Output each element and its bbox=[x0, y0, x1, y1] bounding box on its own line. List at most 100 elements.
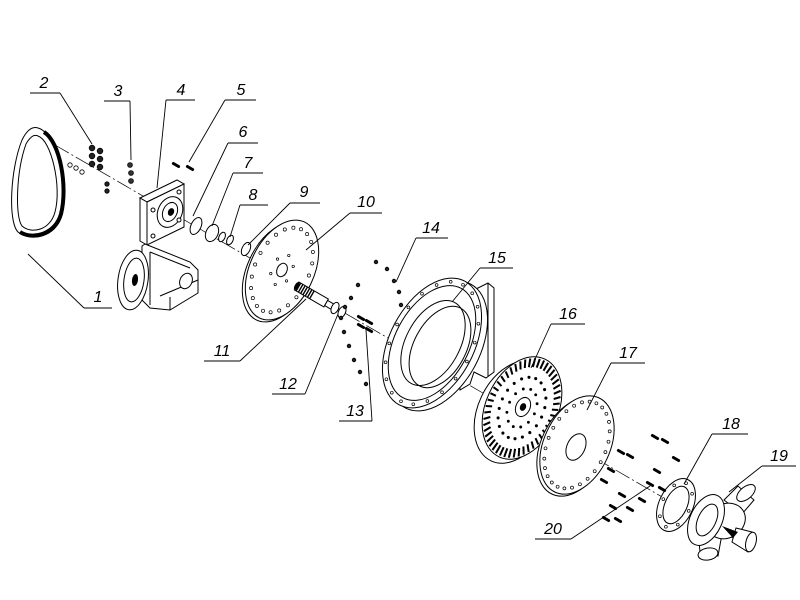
bolt-icon bbox=[373, 259, 379, 265]
housing-hole bbox=[383, 360, 388, 365]
bolt-icon bbox=[608, 504, 618, 510]
gasket-hole bbox=[664, 525, 668, 529]
housing-inner-wall bbox=[408, 305, 472, 389]
impeller-blade bbox=[553, 389, 562, 395]
bolt-icon bbox=[657, 486, 667, 492]
impeller-blade bbox=[523, 359, 527, 369]
part-7-bearing bbox=[204, 223, 220, 243]
nut-icon bbox=[88, 160, 96, 168]
callout-number: 1 bbox=[94, 289, 103, 306]
cover-plate-hole bbox=[557, 416, 562, 421]
housing-flange-edge bbox=[387, 285, 477, 401]
impeller-hole bbox=[508, 400, 512, 404]
housing-hole bbox=[425, 399, 430, 403]
callout-number: 8 bbox=[249, 187, 258, 204]
part-17-cover-plate bbox=[536, 395, 615, 497]
callout-12: 12 bbox=[272, 313, 339, 395]
gasket-hole bbox=[658, 514, 662, 518]
callout-number: 16 bbox=[559, 306, 577, 323]
impeller-hub-bore bbox=[519, 403, 527, 411]
impeller-hole bbox=[497, 424, 501, 428]
elbow-flange-bore bbox=[695, 503, 719, 537]
washer-icon bbox=[67, 162, 73, 168]
impeller-blade bbox=[548, 369, 556, 378]
gasket-hole bbox=[676, 522, 680, 527]
pulley-housing bbox=[117, 243, 199, 311]
cover-plate-hole bbox=[545, 474, 550, 479]
bracket-hole bbox=[150, 233, 156, 239]
cover-plate-hole bbox=[572, 403, 576, 408]
callout-number: 18 bbox=[722, 416, 740, 433]
callout-leader-line bbox=[451, 267, 481, 303]
callout-leader-line bbox=[305, 212, 351, 251]
callout-leader-line bbox=[247, 202, 291, 246]
callout-leader-line bbox=[304, 313, 339, 395]
bolt-icon bbox=[625, 453, 635, 459]
impeller-blade bbox=[534, 437, 540, 445]
callout-leader-line bbox=[211, 172, 234, 227]
cover-plate-hole bbox=[570, 485, 574, 490]
callout-17: 17 bbox=[586, 345, 645, 411]
cover-plate-hole bbox=[594, 401, 599, 406]
back-plate-hole bbox=[284, 279, 289, 283]
impeller-blade bbox=[484, 410, 492, 414]
housing-hole bbox=[465, 359, 469, 364]
callout-4: 4 bbox=[156, 82, 195, 189]
spacer-ring bbox=[218, 231, 226, 243]
cover-plate-hole bbox=[551, 425, 556, 430]
cover-plate-hole bbox=[606, 439, 611, 444]
impeller-hole bbox=[506, 388, 510, 392]
callout-16: 16 bbox=[530, 306, 585, 369]
cover-plate-hole bbox=[607, 429, 612, 434]
back-plate-hole bbox=[286, 303, 290, 308]
callout-number: 6 bbox=[239, 124, 248, 141]
impeller-blade bbox=[500, 375, 506, 383]
impeller-blade bbox=[552, 402, 560, 406]
bolt-icon bbox=[338, 315, 344, 321]
callout-leader-line bbox=[27, 253, 85, 309]
back-plate-hole bbox=[291, 264, 295, 268]
callout-leader-line bbox=[229, 204, 241, 238]
part-19-inlet-elbow bbox=[687, 484, 757, 561]
part-13-bolts bbox=[356, 315, 374, 333]
callout-leader-line bbox=[192, 142, 229, 217]
callout-1: 1 bbox=[27, 253, 112, 309]
part-9-washer bbox=[240, 241, 252, 257]
bolt-icon bbox=[606, 467, 616, 473]
housing-hole bbox=[390, 390, 394, 395]
impeller-blade bbox=[498, 446, 505, 456]
back-plate-hole bbox=[254, 303, 259, 308]
bolt-icon bbox=[617, 492, 627, 498]
washer-icon bbox=[73, 165, 79, 171]
bolt-icon bbox=[351, 357, 357, 363]
back-plate-hole bbox=[305, 232, 310, 237]
callout-9: 9 bbox=[247, 184, 320, 246]
washer-icon bbox=[79, 169, 85, 175]
impeller-hole bbox=[543, 406, 547, 410]
impeller-blade bbox=[483, 426, 492, 432]
impeller-hole bbox=[513, 437, 517, 441]
impeller-hole bbox=[534, 393, 538, 397]
impeller-blade bbox=[542, 362, 549, 372]
cover-plate-hole bbox=[580, 400, 584, 405]
callout-11: 11 bbox=[204, 298, 307, 362]
callout-leader-line bbox=[586, 362, 612, 411]
cover-plate-hole bbox=[578, 482, 582, 487]
cover-plate-hole bbox=[592, 469, 597, 474]
gasket-hole bbox=[686, 509, 691, 513]
callout-18: 18 bbox=[683, 416, 748, 485]
callout-leader-line bbox=[188, 99, 226, 163]
impeller-blade bbox=[487, 398, 494, 402]
bolt-icon bbox=[341, 329, 347, 335]
back-plate-hole bbox=[277, 308, 282, 313]
callout-number: 19 bbox=[770, 448, 788, 465]
callout-leader-line bbox=[129, 100, 132, 161]
bolt-icon bbox=[363, 381, 369, 387]
bolt-icon bbox=[185, 165, 195, 171]
callout-leader-line bbox=[365, 329, 373, 422]
bolt-icon bbox=[391, 278, 397, 284]
part-6-bearing bbox=[189, 217, 203, 235]
bracket-hole bbox=[150, 207, 156, 213]
impeller-hole bbox=[540, 415, 544, 419]
callout-13: 13 bbox=[339, 329, 373, 422]
